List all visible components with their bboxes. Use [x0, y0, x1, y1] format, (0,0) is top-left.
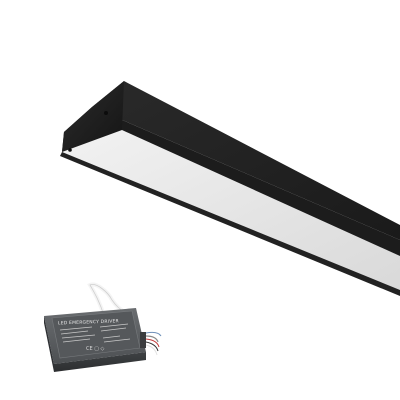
- fixture-end-cap: [62, 81, 124, 152]
- driver-box-front: [54, 352, 146, 372]
- screw-icon: [68, 148, 72, 152]
- fixture-diffuser: [62, 130, 400, 290]
- driver-output-wires: [140, 331, 162, 356]
- screw-icon: [104, 111, 108, 115]
- fixture-lower-edge: [60, 152, 400, 296]
- driver-cable-outline: [89, 284, 125, 317]
- driver-spec-lines: [59, 323, 131, 343]
- driver-box-side: [44, 316, 54, 372]
- emergency-driver: CE ▢ ◇: [44, 282, 162, 372]
- linear-fixture: [60, 81, 400, 296]
- certification-marks: CE ▢ ◇: [86, 346, 105, 352]
- fixture-top-face: [92, 81, 400, 240]
